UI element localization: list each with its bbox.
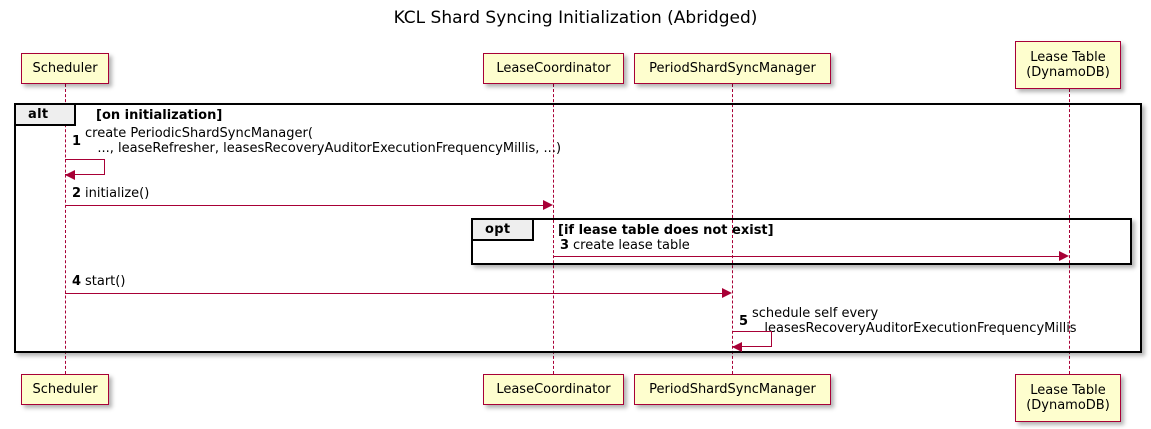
message-4-number: 4 [72,274,82,289]
message-2-arrowhead [543,200,553,210]
participant-label: Lease Table (DynamoDB) [1026,50,1110,80]
participant-leasetable-bottom[interactable]: Lease Table (DynamoDB) [1015,374,1121,422]
participant-label: Lease Table (DynamoDB) [1026,383,1110,413]
participant-scheduler-bottom[interactable]: Scheduler [21,374,109,405]
message-3-label: create lease table [573,238,690,253]
message-5-number: 5 [739,314,749,329]
participant-scheduler-top[interactable]: Scheduler [21,53,109,84]
message-2-label: initialize() [85,186,150,201]
message-4-line [65,293,722,294]
participant-leasecoordinator-bottom[interactable]: LeaseCoordinator [483,374,624,405]
message-4-label: start() [85,274,126,289]
message-1-arrowhead [65,170,75,180]
message-5-arrowhead [732,342,742,352]
participant-label: PeriodShardSyncManager [649,382,816,397]
message-2-number: 2 [72,186,82,201]
message-2-line [65,205,543,206]
participant-label: Scheduler [32,61,98,76]
message-3-arrowhead [1059,251,1069,261]
alt-fragment-operator-label: alt [16,105,76,126]
participant-leasetable-top[interactable]: Lease Table (DynamoDB) [1015,41,1121,89]
lifeline-periodshardsyncmanager [732,84,733,379]
alt-fragment-guard: [on initialization] [96,108,223,123]
diagram-title: KCL Shard Syncing Initialization (Abridg… [393,8,758,28]
message-3-line [553,256,1059,257]
participant-label: LeaseCoordinator [496,382,611,397]
opt-fragment-guard: [if lease table does not exist] [558,223,774,238]
participant-periodshardsyncmanager-top[interactable]: PeriodShardSyncManager [634,53,831,84]
message-5-label: schedule self every leasesRecoveryAudito… [752,306,1077,336]
message-3-number: 3 [560,238,570,253]
message-1-number: 1 [72,134,82,149]
message-5-selfcall-loop [732,331,772,347]
opt-fragment-frame [471,218,1132,265]
message-4-arrowhead [722,288,732,298]
participant-periodshardsyncmanager-bottom[interactable]: PeriodShardSyncManager [634,374,831,405]
message-1-selfcall-loop [65,159,105,175]
participant-leasecoordinator-top[interactable]: LeaseCoordinator [483,53,624,84]
alt-fragment-frame [14,103,1142,353]
lifeline-scheduler [65,84,66,379]
participant-label: Scheduler [32,382,98,397]
opt-fragment-operator-label: opt [473,220,534,241]
participant-label: PeriodShardSyncManager [649,61,816,76]
alt-operator-text: alt [28,107,49,122]
message-1-label: create PeriodicShardSyncManager( ..., le… [85,126,562,156]
opt-operator-text: opt [485,222,511,237]
lifeline-leasetable [1069,89,1070,379]
lifeline-leasecoordinator [553,84,554,379]
participant-label: LeaseCoordinator [496,61,611,76]
